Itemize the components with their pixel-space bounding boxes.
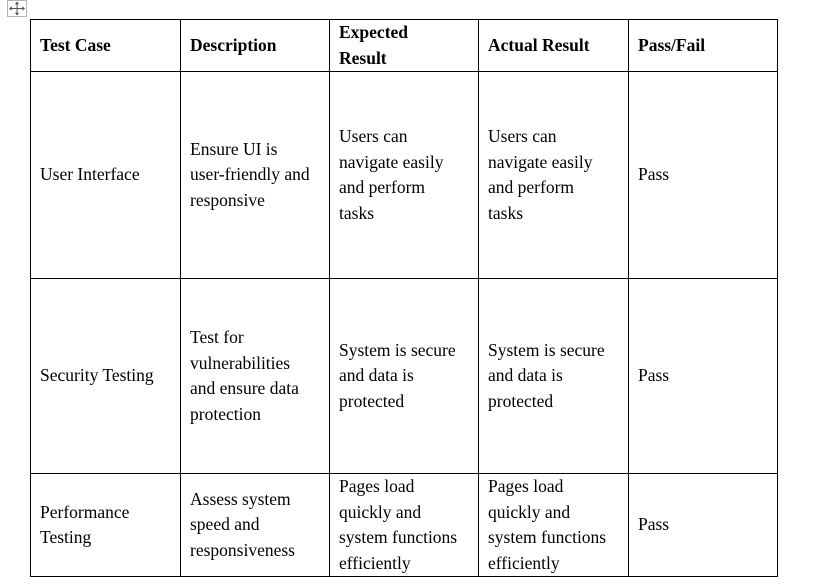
cell-pass-fail: Pass (628, 71, 778, 279)
cell-expected-result: Users can navigate easily and perform ta… (329, 71, 479, 279)
move-arrows-icon (9, 1, 25, 16)
cell-actual-result: System is secure and data is protected (478, 278, 629, 474)
header-pass-fail: Pass/Fail (628, 19, 778, 72)
cell-expected-result: Pages load quickly and system functions … (329, 473, 479, 577)
table-row: User Interface Ensure UI is user-friendl… (30, 71, 778, 279)
header-description: Description (180, 19, 330, 72)
header-expected-result: Expected Result (329, 19, 479, 72)
cell-actual-result: Users can navigate easily and perform ta… (478, 71, 629, 279)
header-actual-result: Actual Result (478, 19, 629, 72)
cell-description: Ensure UI is user-friendly and responsiv… (180, 71, 330, 279)
table-move-handle[interactable] (7, 0, 27, 17)
cell-expected-result: System is secure and data is protected (329, 278, 479, 474)
table-row: Security Testing Test for vulnerabilitie… (30, 278, 778, 474)
cell-test-case: Security Testing (30, 278, 181, 474)
cell-test-case: User Interface (30, 71, 181, 279)
cell-pass-fail: Pass (628, 278, 778, 474)
cell-description: Assess system speed and responsiveness (180, 473, 330, 577)
table-header-row: Test Case Description Expected Result Ac… (30, 19, 778, 72)
header-test-case: Test Case (30, 19, 181, 72)
test-results-table: Test Case Description Expected Result Ac… (30, 19, 778, 577)
table-row: Performance Testing Assess system speed … (30, 473, 778, 577)
cell-test-case: Performance Testing (30, 473, 181, 577)
cell-pass-fail: Pass (628, 473, 778, 577)
cell-actual-result: Pages load quickly and system functions … (478, 473, 629, 577)
cell-description: Test for vulnerabilities and ensure data… (180, 278, 330, 474)
